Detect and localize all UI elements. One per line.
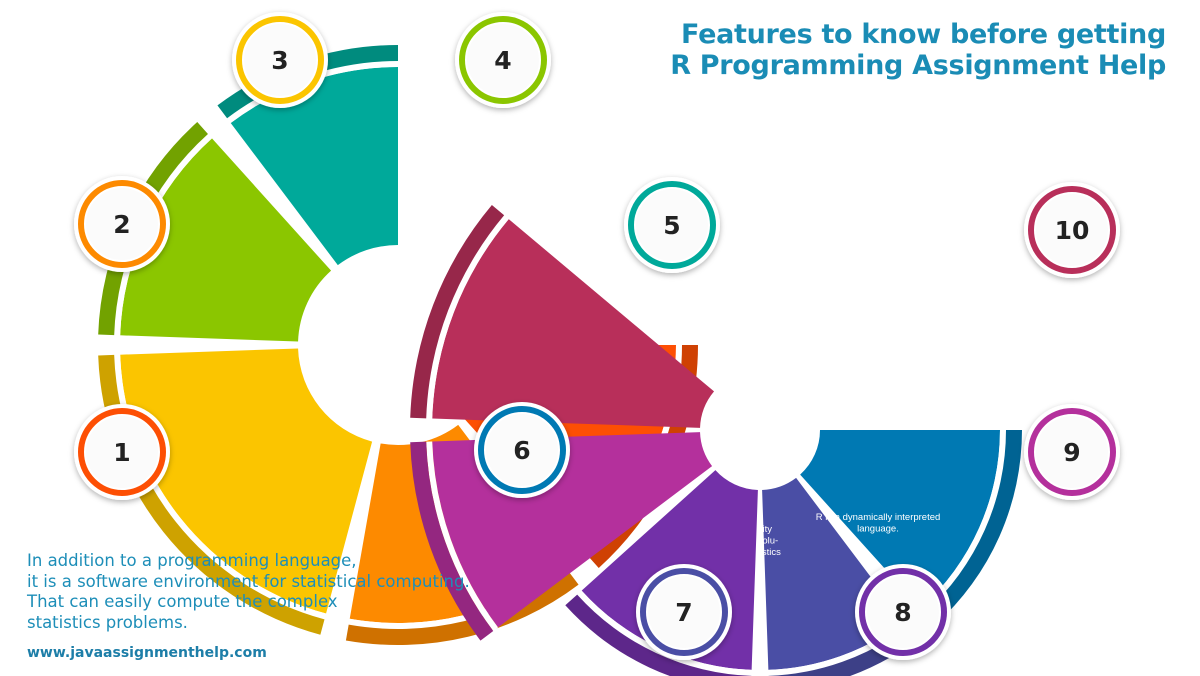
badge-ring <box>628 181 716 269</box>
badge-inner <box>86 188 158 260</box>
segment-rim <box>345 571 579 645</box>
number-badge-2: 2 <box>74 176 170 272</box>
badge-number: 1 <box>113 438 130 467</box>
badge-ring <box>478 406 566 494</box>
number-badge-9: 9 <box>1024 404 1120 500</box>
feature-description-line: system. <box>956 294 989 305</box>
feature-description-line: platforms. Because of <box>414 179 506 190</box>
badge-number: 3 <box>271 46 288 75</box>
segment-band <box>768 621 909 676</box>
segment-rim <box>565 594 752 676</box>
badge-ring <box>859 568 947 656</box>
badge-inner <box>1036 416 1108 488</box>
feature-description-line: This programming language is <box>921 378 1049 389</box>
footnote: In addition to a programming language, i… <box>27 551 470 633</box>
feature-description-line: popular for stats calculation. <box>926 390 1044 401</box>
badge-inner <box>636 189 708 261</box>
footnote-line: That can easily compute the complex <box>27 592 338 611</box>
badge-ring <box>459 16 547 104</box>
badge-inner <box>486 414 558 486</box>
segment-band <box>114 354 327 620</box>
badge-ring <box>1028 408 1116 496</box>
segment-band <box>227 60 398 123</box>
segment-wedge <box>230 67 398 266</box>
number-badge-7: 7 <box>636 564 732 660</box>
feature-description-line: R is a dynamically interpreted <box>816 512 941 523</box>
number-badge-5: 5 <box>624 177 720 273</box>
segment-rim <box>217 45 398 119</box>
badges-layer: 1 2 3 4 5 6 7 8 9 10 <box>74 12 1120 660</box>
segment-rim <box>98 122 208 336</box>
badge-ring <box>1028 186 1116 274</box>
title-line-1: Features to know before getting <box>681 19 1166 50</box>
footnote-line: statistics problems. <box>27 612 188 632</box>
badge-number: 4 <box>494 46 511 75</box>
badge-inner <box>648 576 720 648</box>
segment-rim <box>410 441 494 641</box>
segment-wedge <box>432 219 715 428</box>
badge-number: 2 <box>113 210 130 239</box>
badge-inner <box>244 24 316 96</box>
segment-wedge <box>120 138 332 342</box>
footnote-line: it is a software environment for statist… <box>27 571 470 591</box>
footnote-line: In addition to a programming language, <box>27 551 357 570</box>
badge-number: 7 <box>675 598 692 627</box>
badge-inner <box>86 416 158 488</box>
feature-description-line: Supported by a package <box>921 282 1024 293</box>
segment-wedge <box>120 348 373 614</box>
badge-number: 8 <box>894 598 911 627</box>
badge-number: 6 <box>513 436 530 465</box>
title-line-2: R Programming Assignment Help <box>670 50 1166 81</box>
badge-inner <box>1036 194 1108 266</box>
badge-inner <box>867 576 939 648</box>
segment-band <box>426 441 499 632</box>
number-badge-8: 8 <box>855 564 951 660</box>
badge-ring <box>640 568 728 656</box>
badge-number: 9 <box>1063 438 1080 467</box>
segments-layer: R programming language isa freely availa… <box>98 45 1049 676</box>
feature-description-line: language. <box>857 524 899 535</box>
badge-inner <box>467 24 539 96</box>
badge-number: 10 <box>1055 216 1090 245</box>
number-badge-3: 3 <box>232 12 328 108</box>
feature-description-line: It can be run on various <box>410 167 510 178</box>
badge-ring <box>78 180 166 268</box>
website-url: www.javaassignmenthelp.com <box>27 645 267 661</box>
badge-number: 5 <box>663 211 680 240</box>
badge-ring <box>78 408 166 496</box>
number-badge-10: 10 <box>1024 182 1120 278</box>
number-badge-6: 6 <box>474 402 570 498</box>
number-badge-1: 1 <box>74 404 170 500</box>
number-badge-4: 4 <box>455 12 551 108</box>
segment-wedge <box>800 430 1000 609</box>
segment-rim <box>410 205 505 419</box>
feature-description-line: its compatibility. <box>427 190 493 201</box>
badge-ring <box>236 16 324 104</box>
